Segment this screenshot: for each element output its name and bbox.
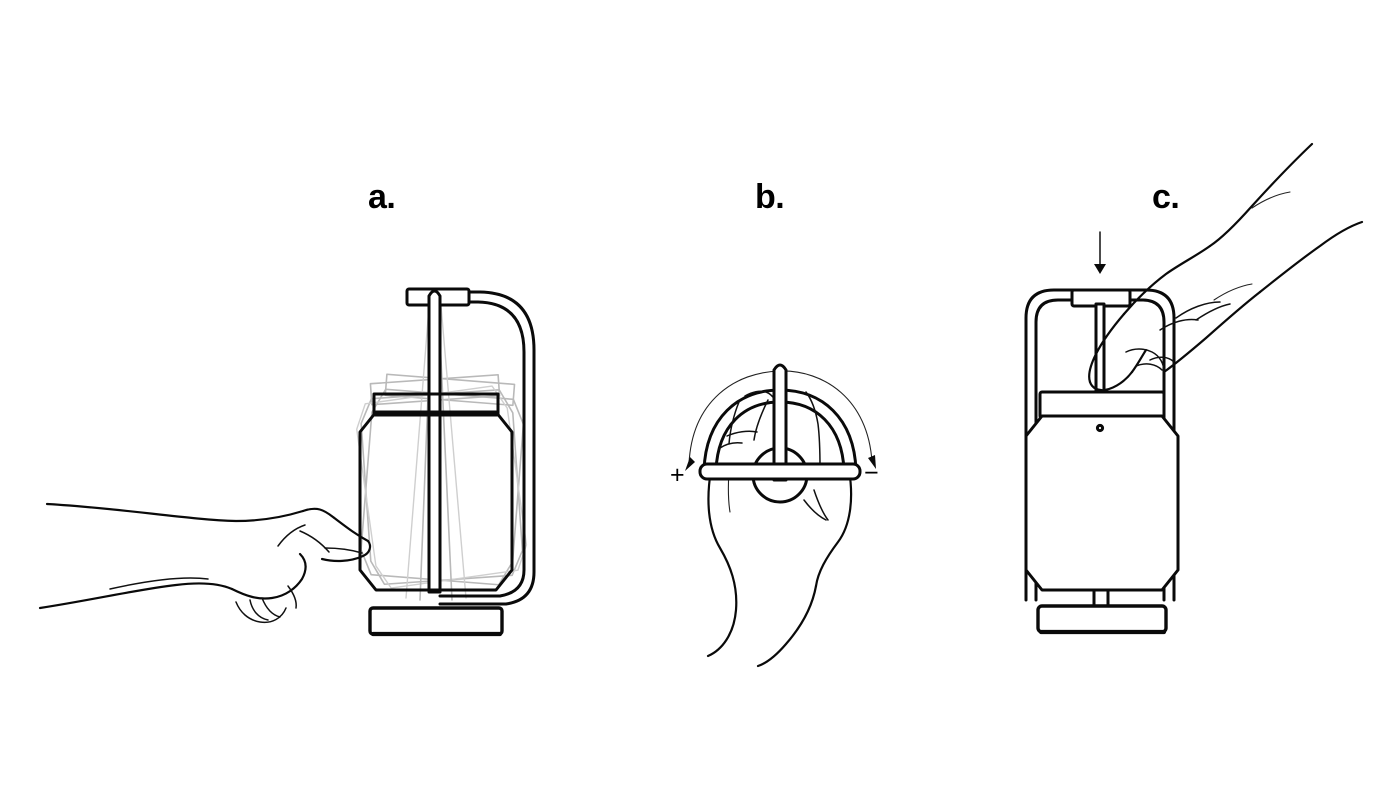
panel-a-lamp-body	[358, 410, 514, 592]
panel-a-base	[368, 606, 504, 637]
panel-b-minus-sign: −	[864, 459, 879, 487]
panel-b-plus-sign: +	[670, 461, 685, 489]
panel-a-handle-arch	[434, 290, 536, 606]
panel-b-hand	[706, 390, 853, 668]
panel-c-stem	[1092, 588, 1110, 608]
panel-c-down-arrow	[1094, 231, 1106, 274]
panel-c-body-port-dot	[1095, 423, 1105, 433]
panel-b-top-knob-bar	[698, 462, 862, 481]
panel-a-knob-rod	[427, 289, 442, 594]
panel-a: a.	[38, 178, 536, 637]
panel-b: b. + −	[670, 178, 879, 668]
panel-c-lamp-cap	[1038, 390, 1166, 420]
panel-c-base	[1036, 604, 1168, 635]
panel-c: c.	[1024, 142, 1364, 635]
panel-c-lamp-body	[1024, 414, 1180, 592]
panel-b-label: b.	[755, 178, 784, 216]
panel-a-hand	[38, 502, 372, 624]
panel-c-hand	[1088, 142, 1364, 392]
panel-b-knob-rod	[772, 363, 788, 482]
panel-a-label: a.	[368, 178, 395, 216]
panel-c-label: c.	[1152, 178, 1179, 216]
